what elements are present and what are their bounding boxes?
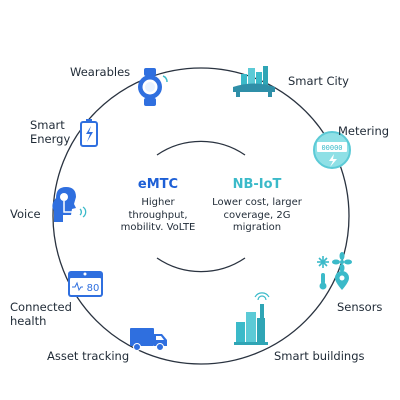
truck-icon bbox=[130, 328, 167, 351]
sensors-icon bbox=[317, 252, 352, 290]
nbiot-description-line: Lower cost, larger bbox=[212, 197, 302, 208]
smartwatch-icon bbox=[138, 68, 168, 106]
location-pin-icon bbox=[335, 271, 349, 290]
thermometer-icon bbox=[319, 273, 327, 290]
label-smart-buildings: Smart buildings bbox=[274, 349, 365, 363]
inner-arc-bottom bbox=[156, 257, 246, 273]
label-smart-energy-line: Smart bbox=[30, 118, 65, 132]
inner-arc-top bbox=[156, 140, 246, 156]
label-asset-tracking: Asset tracking bbox=[47, 349, 130, 363]
label-smart-city: Smart City bbox=[288, 74, 349, 88]
svg-text:00000: 00000 bbox=[321, 144, 342, 152]
fan-icon bbox=[332, 252, 352, 272]
smart-city-icon bbox=[233, 66, 275, 97]
nbiot-title: NB-IoT bbox=[232, 177, 282, 192]
label-smart-energy-line: Energy bbox=[30, 132, 71, 146]
emtc-title: eMTC bbox=[137, 177, 179, 192]
label-voice: Voice bbox=[10, 207, 41, 221]
emtc-description-line: throughput, bbox=[128, 209, 188, 221]
meter-icon: 00000 bbox=[313, 131, 351, 169]
smart-buildings-icon bbox=[234, 292, 270, 345]
outer-ring bbox=[52, 67, 350, 365]
health-monitor-icon: 80 bbox=[68, 271, 103, 297]
label-connected-health: Connected health bbox=[10, 300, 72, 328]
label-metering: Metering bbox=[338, 124, 390, 138]
headset-icon bbox=[52, 187, 87, 222]
nbiot-description-line: coverage, 2G bbox=[223, 209, 291, 221]
emtc-description-line: mobilitv. VoLTE bbox=[120, 222, 196, 233]
svg-text:80: 80 bbox=[87, 283, 100, 294]
label-connected-health-line: health bbox=[10, 314, 47, 328]
battery-icon bbox=[80, 119, 98, 147]
nbiot-description: Lower cost, larger coverage, 2G migratio… bbox=[203, 197, 311, 235]
emtc-description: Higher throughput, mobilitv. VoLTE bbox=[113, 197, 203, 235]
snowflake-icon bbox=[317, 256, 329, 268]
label-wearables: Wearables bbox=[70, 65, 131, 79]
emtc-description-line: Higher bbox=[141, 197, 175, 208]
label-smart-energy: Smart Energy bbox=[30, 118, 70, 146]
nbiot-description-line: migration bbox=[232, 222, 282, 233]
label-connected-health-line: Connected bbox=[10, 300, 72, 314]
label-sensors: Sensors bbox=[337, 300, 383, 314]
